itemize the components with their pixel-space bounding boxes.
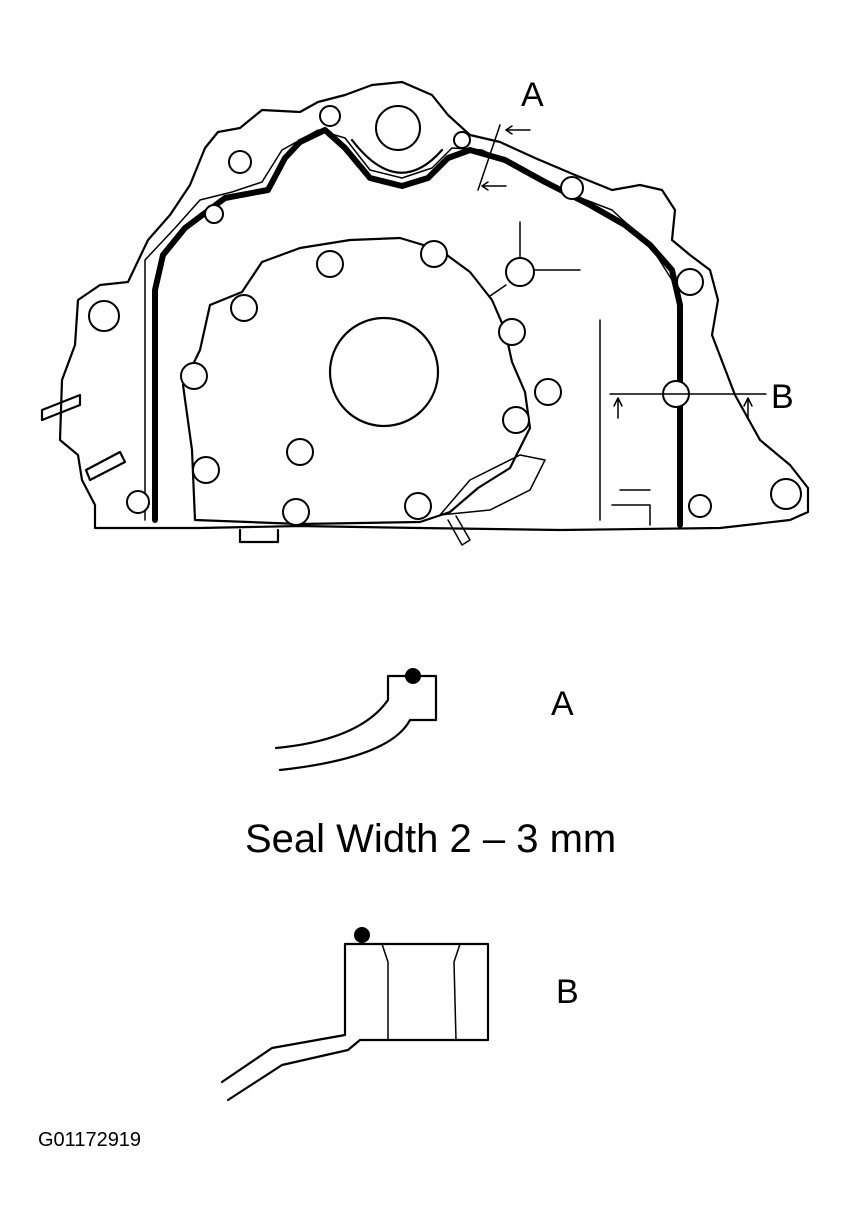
bolt-hole xyxy=(688,494,712,518)
stud-left-2 xyxy=(84,450,127,482)
oil-pump-cover-drawing xyxy=(40,80,810,546)
figure-id: G01172919 xyxy=(38,1129,141,1151)
bolt-hole xyxy=(282,498,310,526)
tensioner-boss xyxy=(489,221,581,297)
rotor-opening xyxy=(328,316,440,428)
detail-b-section xyxy=(220,927,490,1102)
seal-width-note: Seal Width 2 – 3 mm xyxy=(245,817,616,861)
detail-a-seal-bead xyxy=(405,668,421,684)
cover-outline xyxy=(58,80,810,532)
boss-bottom xyxy=(238,528,280,544)
bolt-hole xyxy=(420,240,448,268)
bolt-hole xyxy=(502,406,530,434)
bolt-hole xyxy=(534,378,562,406)
bolt-hole xyxy=(88,300,120,332)
detail-a-section xyxy=(274,668,438,772)
detail-b-rib-2 xyxy=(453,943,461,1041)
section-a-arrow-2 xyxy=(481,181,507,191)
detail-b-rib-1 xyxy=(381,943,389,1041)
right-rib xyxy=(599,319,651,526)
section-b-callout: B xyxy=(771,378,794,416)
relief-valve-plug xyxy=(447,515,471,546)
section-b-arrow-2 xyxy=(743,397,753,419)
section-b-arrow-1 xyxy=(613,397,623,419)
bolt-hole xyxy=(404,492,432,520)
bolt-hole xyxy=(770,478,802,510)
seal-bore-arc xyxy=(350,138,444,174)
detail-b-label: B xyxy=(556,973,579,1011)
bolt-hole xyxy=(505,257,535,287)
bolt-hole xyxy=(126,490,150,514)
section-line-b xyxy=(609,393,767,419)
detail-b-profile xyxy=(220,942,490,1102)
detail-a-label: A xyxy=(551,685,574,723)
bolt-hole xyxy=(676,268,704,296)
bolt-hole xyxy=(230,294,258,322)
bolt-hole xyxy=(316,250,344,278)
sealant-bead-path xyxy=(152,127,683,528)
detail-b-seal-bead xyxy=(354,927,370,943)
bolt-hole xyxy=(228,150,252,174)
bolt-hole xyxy=(286,438,314,466)
section-a-arrow-1 xyxy=(505,125,531,135)
bolt-hole xyxy=(204,204,224,224)
pump-body-outline xyxy=(181,236,532,526)
section-line-a xyxy=(477,124,531,191)
section-a-cut-line xyxy=(477,124,501,191)
seal-bore-circle xyxy=(375,105,421,151)
section-a-callout: A xyxy=(521,76,544,114)
bolt-hole xyxy=(319,105,341,127)
bolt-hole xyxy=(560,176,584,200)
bolt-hole xyxy=(498,318,526,346)
bolt-hole xyxy=(192,456,220,484)
bolt-hole xyxy=(453,131,471,149)
bolt-hole xyxy=(180,362,208,390)
relief-valve-housing xyxy=(439,454,546,516)
stud-left-1 xyxy=(40,393,82,422)
detail-a-profile-outer xyxy=(274,674,438,772)
bolt-holes xyxy=(88,105,802,526)
